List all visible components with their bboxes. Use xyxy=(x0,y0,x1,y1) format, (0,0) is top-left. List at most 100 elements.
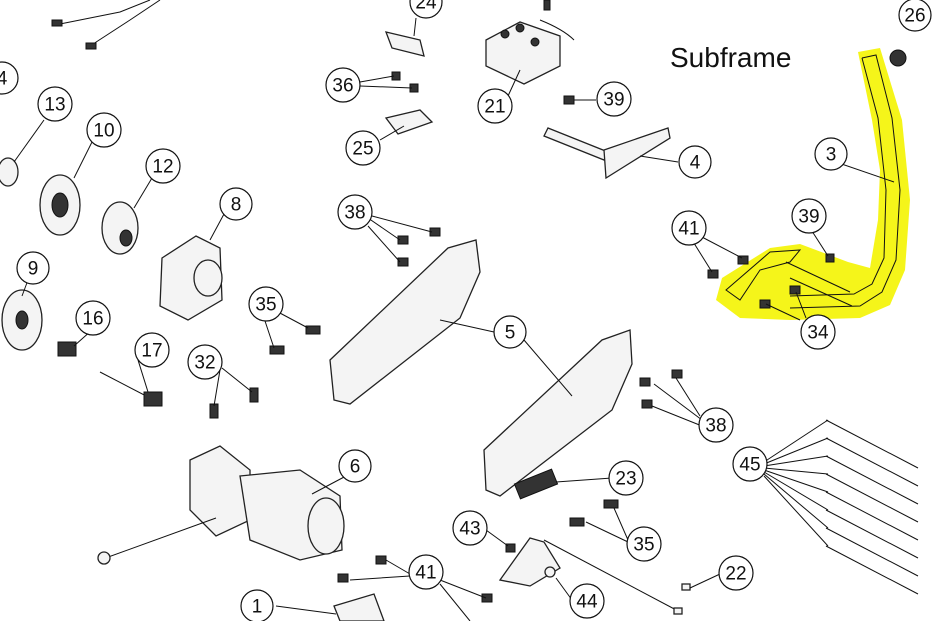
callout-8: 8 xyxy=(219,187,253,221)
subframe-title: Subframe xyxy=(670,42,792,73)
callout-circle xyxy=(718,555,754,591)
gear-9 xyxy=(1,289,43,351)
callout-circle xyxy=(337,194,373,230)
callout-4: 4 xyxy=(0,61,19,95)
callout-10: 10 xyxy=(86,112,122,148)
callout-number: 4 xyxy=(0,69,8,90)
washer-13 xyxy=(0,157,19,187)
callout-number: 13 xyxy=(44,95,65,116)
callout-number: 16 xyxy=(82,309,103,330)
nuts-41b xyxy=(337,555,493,603)
callout-24: 24 xyxy=(409,0,443,19)
cable-ties-45 xyxy=(825,419,919,595)
callout-4: 4 xyxy=(678,145,712,179)
bolt-39b xyxy=(825,253,835,263)
callout-17: 17 xyxy=(134,332,170,368)
callout-circle xyxy=(898,0,932,32)
callout-number: 38 xyxy=(344,203,365,224)
spring-16 xyxy=(57,341,77,357)
callout-circle xyxy=(240,589,274,621)
callout-number: 26 xyxy=(904,6,925,27)
nut-43 xyxy=(505,543,516,553)
winch-6 xyxy=(97,445,345,565)
callout-number: 41 xyxy=(415,563,436,584)
callout-number: 9 xyxy=(28,259,39,280)
callout-circle xyxy=(791,198,827,234)
callout-41: 41 xyxy=(671,210,707,246)
callout-circle xyxy=(16,251,50,285)
callout-number: 23 xyxy=(615,469,636,490)
callout-43: 43 xyxy=(452,510,488,546)
callout-circle xyxy=(37,86,73,122)
plate-1 xyxy=(333,593,385,621)
callout-number: 39 xyxy=(603,90,624,111)
callout-circle xyxy=(732,446,768,482)
callout-number: 3 xyxy=(826,145,837,166)
callout-21: 21 xyxy=(477,88,513,124)
callout-35: 35 xyxy=(248,286,284,322)
callout-circle xyxy=(0,61,19,95)
gear-12 xyxy=(101,201,139,255)
callout-36: 36 xyxy=(325,67,361,103)
spring-23 xyxy=(513,468,559,500)
housing-8 xyxy=(159,235,223,321)
callout-number: 24 xyxy=(415,0,437,14)
callout-circle xyxy=(145,148,181,184)
callout-circle xyxy=(86,112,122,148)
callout-number: 10 xyxy=(93,121,114,142)
nut-41a xyxy=(707,269,719,279)
bolts-38b xyxy=(639,369,683,409)
callout-number: 38 xyxy=(705,416,726,437)
wire-harness xyxy=(51,0,161,50)
callout-circle xyxy=(493,315,527,349)
callout-13: 13 xyxy=(37,86,73,122)
callout-circle xyxy=(452,510,488,546)
nut-41b xyxy=(737,255,749,265)
subframe-highlight xyxy=(716,48,910,320)
callout-circle xyxy=(219,187,253,221)
callout-1: 1 xyxy=(240,589,274,621)
gear-10 xyxy=(39,174,81,236)
callout-circle xyxy=(698,407,734,443)
callout-26: 26 xyxy=(898,0,932,32)
callout-number: 21 xyxy=(484,97,505,118)
bolt-39a xyxy=(563,95,575,105)
callout-number: 25 xyxy=(352,139,373,160)
bracket-25 xyxy=(384,109,434,135)
callout-number: 1 xyxy=(252,597,263,618)
callout-3: 3 xyxy=(814,137,848,171)
callout-circle xyxy=(608,460,644,496)
bracket-24 xyxy=(384,31,425,57)
callout-circle xyxy=(345,130,381,166)
plate-5b xyxy=(483,329,633,497)
callout-number: 34 xyxy=(807,323,829,344)
callout-number: 32 xyxy=(194,353,215,374)
callout-38: 38 xyxy=(698,407,734,443)
callout-12: 12 xyxy=(145,148,181,184)
callout-44: 44 xyxy=(569,583,605,619)
callout-number: 22 xyxy=(725,564,746,585)
callout-number: 35 xyxy=(633,535,654,556)
callout-34: 34 xyxy=(800,314,836,350)
callout-number: 41 xyxy=(678,219,699,240)
shaft-4 xyxy=(543,127,671,180)
callout-number: 6 xyxy=(350,457,361,478)
lever-44 xyxy=(498,537,681,613)
callout-circle xyxy=(814,137,848,171)
callout-circle xyxy=(626,526,662,562)
callout-number: 44 xyxy=(576,592,598,613)
callout-number: 39 xyxy=(798,207,819,228)
callout-number: 4 xyxy=(690,153,701,174)
bolts-35b xyxy=(569,499,619,527)
callout-circle xyxy=(678,145,712,179)
bolts-38a xyxy=(397,227,441,267)
callout-circle xyxy=(338,449,372,483)
bolt-34a xyxy=(759,299,771,309)
callout-22: 22 xyxy=(718,555,754,591)
callout-number: 43 xyxy=(459,519,480,540)
nut-26 xyxy=(889,49,907,67)
bolts-36 xyxy=(391,71,419,93)
callout-circle xyxy=(75,300,111,336)
rod-17 xyxy=(99,371,163,407)
